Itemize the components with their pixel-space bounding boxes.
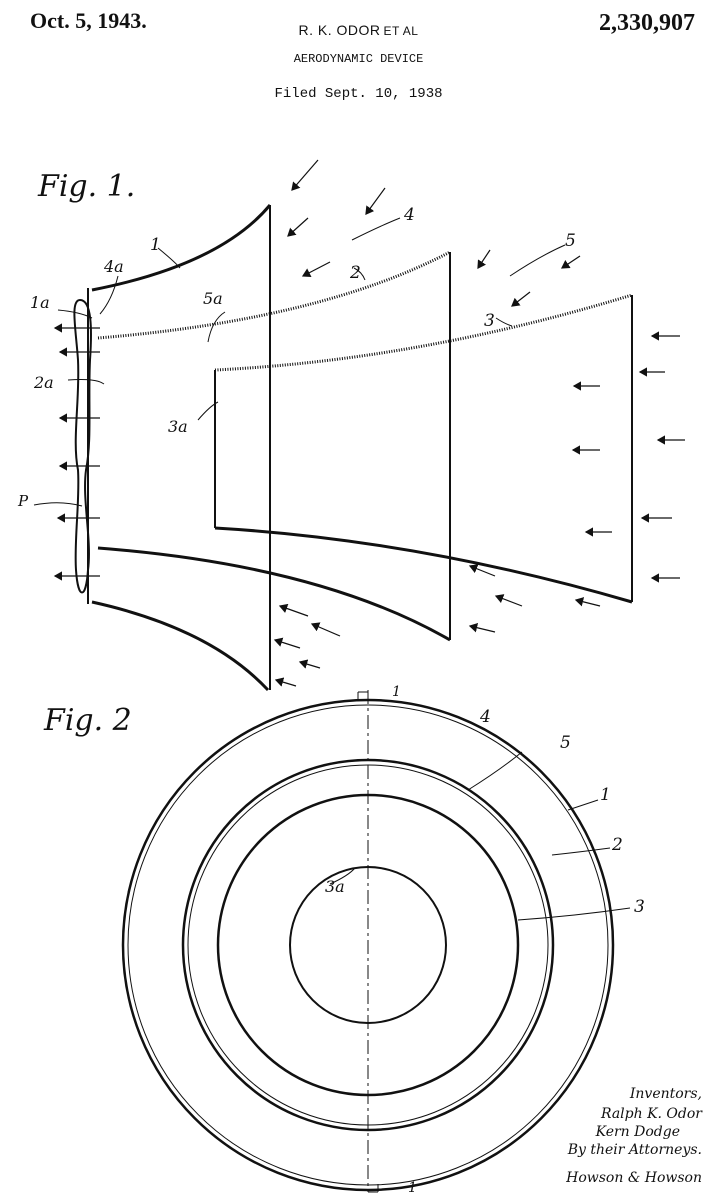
signature-line-4: By their Attorneys. xyxy=(567,1142,702,1158)
inflow-arrows-upper xyxy=(287,159,581,307)
fig1-label-3a: 3a xyxy=(168,417,188,436)
fig2-label-3: 3 xyxy=(634,897,645,917)
fig1-leaders xyxy=(33,217,566,507)
inventor-name: R. K. ODOR xyxy=(298,22,381,38)
fig2-label-3a: 3a xyxy=(325,877,345,896)
fig2-leaders xyxy=(329,751,631,921)
inflow-arrows-lower xyxy=(273,564,601,687)
signature-block: Inventors, Ralph K. Odor Kern Dodge By t… xyxy=(565,1086,703,1186)
fig1-caption: Fig. 1. xyxy=(37,169,135,204)
figure-1: Fig. 1. xyxy=(17,159,685,692)
fig2-labels: 4 5 1 2 3 3a 1 1 xyxy=(325,684,645,1196)
patent-number: 2,330,907 xyxy=(599,10,695,36)
fig1-label-p: P xyxy=(17,492,29,510)
outflow-arrows xyxy=(53,323,100,581)
fig2-label-1: 1 xyxy=(600,785,611,805)
fig1-label-4a: 4a xyxy=(103,257,124,276)
signature-line-2: Ralph K. Odor xyxy=(600,1106,703,1122)
section-label-top: 1 xyxy=(392,684,401,700)
fig1-label-2: 2 xyxy=(349,263,361,283)
fig1-label-3: 3 xyxy=(484,311,495,331)
ring-2-section xyxy=(97,250,451,642)
fig1-label-5a: 5a xyxy=(203,289,223,308)
patent-title: AERODYNAMIC DEVICE xyxy=(293,52,424,66)
filing-date: Filed Sept. 10, 1938 xyxy=(274,86,443,102)
ring-1-section xyxy=(91,204,272,692)
section-label-bottom: 1 xyxy=(408,1180,417,1196)
propeller xyxy=(73,298,92,594)
fig2-caption: Fig. 2 xyxy=(43,703,132,738)
section-mark-top xyxy=(357,691,368,700)
patent-date: Oct. 5, 1943. xyxy=(30,8,147,33)
signature-line-3: Kern Dodge xyxy=(595,1124,680,1140)
fig1-label-5: 5 xyxy=(565,231,576,251)
fig1-label-4: 4 xyxy=(403,205,415,225)
inflow-arrows-right xyxy=(571,331,685,583)
fig1-label-1: 1 xyxy=(150,235,161,255)
fig2-label-4: 4 xyxy=(479,707,491,727)
fig2-label-2: 2 xyxy=(611,835,623,855)
figure-2: Fig. 2 4 xyxy=(43,684,645,1196)
ring-3-section xyxy=(214,293,633,604)
fig2-label-5: 5 xyxy=(560,733,571,753)
section-mark-bottom xyxy=(368,1184,379,1193)
inventor-suffix: ET AL xyxy=(383,24,419,38)
fig1-labels: 1 2 3 4 5 1a 2a 3a 4a 5a P xyxy=(17,205,576,510)
signature-line-1: Inventors, xyxy=(629,1086,702,1102)
attorney-signature: Howson & Howson xyxy=(565,1170,702,1186)
fig1-label-2a: 2a xyxy=(33,373,54,392)
fig1-label-1a: 1a xyxy=(30,293,50,312)
